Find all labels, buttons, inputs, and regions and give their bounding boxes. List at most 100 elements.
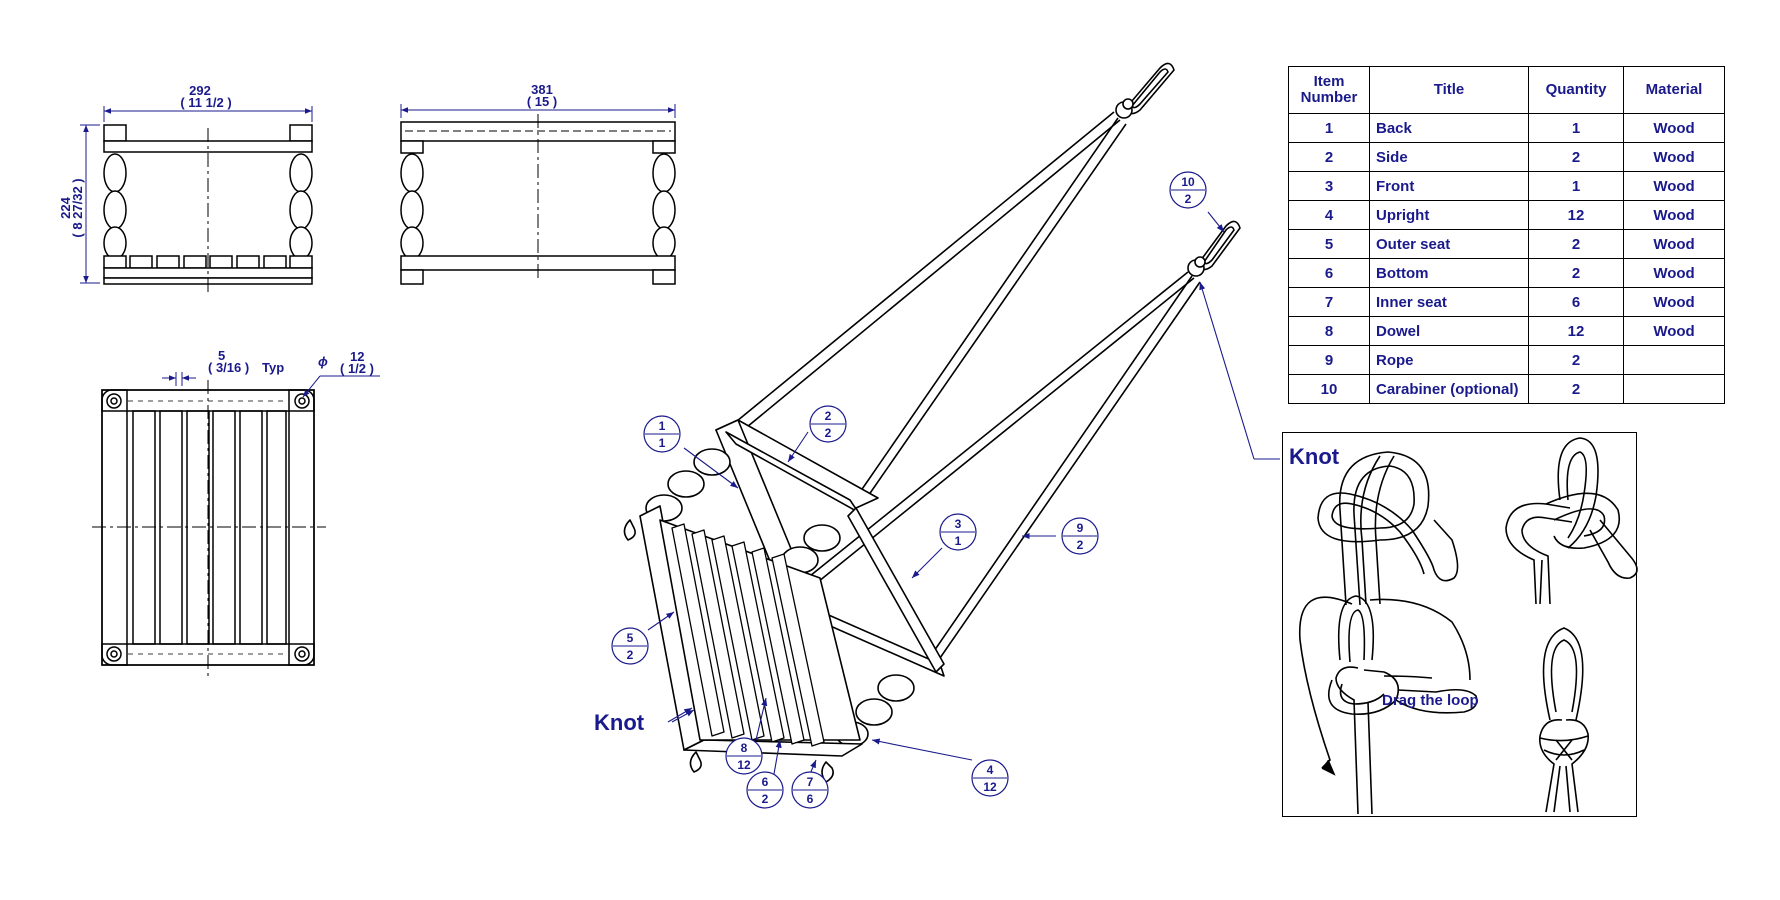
bom-quantity: 2 (1528, 345, 1624, 375)
carabiner-lower (1187, 220, 1241, 277)
bom-material: Wood (1623, 258, 1725, 288)
dia-in: ( 1/2 ) (340, 361, 374, 376)
bom-quantity: 1 (1528, 113, 1624, 143)
bom-item-number: 7 (1288, 287, 1370, 317)
bom-title: Inner seat (1369, 287, 1529, 317)
plan-view-dimensions (162, 372, 380, 398)
bom-material (1623, 374, 1725, 404)
balloon-item-7: 76 (791, 771, 829, 809)
balloon-item-number: 3 (955, 517, 962, 531)
bom-header-item-number-text: Item Number (1300, 73, 1358, 106)
balloon-quantity: 2 (762, 792, 769, 806)
front-elevation-view (103, 124, 313, 296)
balloon-item-number: 8 (741, 741, 748, 755)
bom-title: Outer seat (1369, 229, 1529, 259)
bom-item-number: 1 (1288, 113, 1370, 143)
gap-in: ( 3/16 ) (208, 360, 249, 375)
dia-mm: 12 (350, 349, 364, 364)
balloon-quantity: 2 (627, 648, 634, 662)
side-elevation-dimensions (400, 104, 676, 118)
balloon-item-1: 11 (643, 415, 681, 453)
bom-item-number: 2 (1288, 142, 1370, 172)
balloon-item-9: 92 (1061, 517, 1099, 555)
bom-item-number: 5 (1288, 229, 1370, 259)
knot-callout: Knot (594, 710, 645, 735)
gap-note: Typ (262, 360, 284, 375)
knot-instruction-text: Drag the loop (1382, 692, 1479, 709)
bom-item-number: 9 (1288, 345, 1370, 375)
balloon-item-5: 52 (611, 627, 649, 665)
balloon-item-10: 102 (1169, 171, 1207, 209)
seat-slats (671, 523, 825, 747)
bom-item-number: 10 (1288, 374, 1370, 404)
front-elevation-dimensions (80, 106, 313, 284)
bom-item-number: 8 (1288, 316, 1370, 346)
balloon-item-number: 10 (1181, 175, 1195, 189)
carabiner-upper (1115, 62, 1175, 119)
plan-view (92, 380, 326, 676)
gap-mm: 5 (218, 348, 225, 363)
diameter-symbol: ϕ (318, 354, 328, 369)
bom-material: Wood (1623, 200, 1725, 230)
bom-quantity: 1 (1528, 171, 1624, 201)
bom-material: Wood (1623, 316, 1725, 346)
bom-item-number: 4 (1288, 200, 1370, 230)
balloon-item-2: 22 (809, 405, 847, 443)
bom-quantity: 2 (1528, 229, 1624, 259)
bom-quantity: 2 (1528, 142, 1624, 172)
bom-header-item-number: Item Number (1288, 66, 1370, 114)
bom-material: Wood (1623, 142, 1725, 172)
balloon-item-number: 9 (1077, 521, 1084, 535)
bom-quantity: 6 (1528, 287, 1624, 317)
balloon-quantity: 1 (955, 534, 962, 548)
knot-step-4 (1538, 627, 1589, 813)
balloon-item-4: 412 (971, 759, 1009, 797)
balloon-quantity: 1 (659, 436, 666, 450)
front-width-mm: 292 (189, 83, 211, 98)
balloon-quantity: 6 (807, 792, 814, 806)
balloon-quantity: 2 (1077, 538, 1084, 552)
bom-material: Wood (1623, 171, 1725, 201)
bom-material (1623, 345, 1725, 375)
bom-title: Carabiner (optional) (1369, 374, 1529, 404)
bom-title: Rope (1369, 345, 1529, 375)
bom-header-row: Item Number Title Quantity Material (1288, 66, 1725, 114)
bom-title: Front (1369, 171, 1529, 201)
bom-header-title: Title (1369, 66, 1529, 114)
bom-header-material: Material (1623, 66, 1725, 114)
knot-step-2 (1505, 437, 1638, 605)
balloon-item-number: 7 (807, 775, 814, 789)
leader-lines (647, 211, 1280, 775)
balloon-item-number: 2 (825, 409, 832, 423)
side-width-mm: 381 (531, 82, 553, 97)
balloon-item-8: 812 (725, 737, 763, 775)
balloon-item-3: 31 (939, 513, 977, 551)
balloon-item-number: 5 (627, 631, 634, 645)
knot-step-1 (1317, 451, 1459, 606)
bom-title: Upright (1369, 200, 1529, 230)
balloon-item-number: 6 (762, 775, 769, 789)
knot-instruction-box (1282, 432, 1637, 817)
balloon-quantity: 2 (1185, 192, 1192, 206)
knot-step-3 (1298, 595, 1478, 815)
side-width-in: ( 15 ) (527, 94, 557, 109)
bom-title: Side (1369, 142, 1529, 172)
bom-title: Back (1369, 113, 1529, 143)
bom-quantity: 12 (1528, 316, 1624, 346)
bom-quantity: 2 (1528, 374, 1624, 404)
bom-header-quantity: Quantity (1528, 66, 1624, 114)
bom-material: Wood (1623, 287, 1725, 317)
